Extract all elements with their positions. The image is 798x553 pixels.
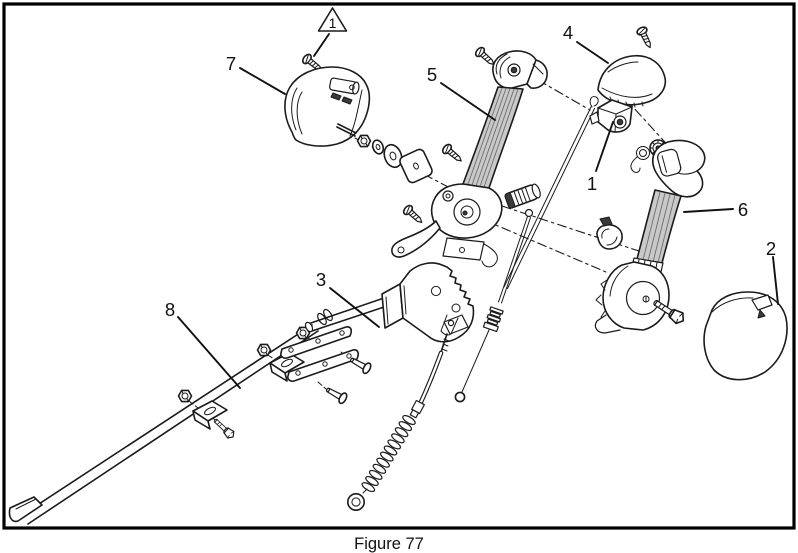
callout-7-label: 7 — [226, 53, 236, 74]
friction-knob — [504, 183, 541, 209]
part-8-long-rod — [8, 308, 333, 525]
bellows-boot — [361, 414, 416, 493]
callout-5-label: 5 — [427, 64, 437, 85]
callout-4-label: 4 — [563, 22, 573, 43]
cable-clip — [596, 216, 623, 250]
link-plates — [280, 326, 374, 406]
part-5-control-lever — [391, 45, 548, 268]
callout-labels: 7 5 4 1 6 2 3 8 — [165, 22, 779, 389]
hex-nut — [356, 134, 372, 148]
hex-nut — [177, 389, 193, 403]
callout-3-label: 3 — [316, 269, 326, 290]
upper-link-rod — [503, 96, 599, 289]
part-1-switch-block — [589, 99, 633, 133]
washer-stack — [356, 134, 433, 184]
part-7-handle-cover — [284, 66, 371, 147]
link-rod-with-adjuster — [454, 208, 534, 403]
friction-pad — [399, 148, 433, 184]
part-2-side-cover — [703, 291, 788, 381]
rod-clamp — [192, 400, 228, 430]
part-6-control-lever — [594, 139, 706, 334]
detent-spring — [630, 146, 650, 173]
figure-caption: Figure 77 — [354, 535, 424, 553]
hex-nut — [256, 343, 272, 357]
callout-1-label: 1 — [587, 173, 597, 194]
warning-triangle-callout: 1 — [313, 7, 348, 57]
callout-2-label: 2 — [766, 238, 776, 259]
throttle-cable-assembly — [346, 314, 459, 511]
callout-6-label: 6 — [738, 199, 748, 220]
warning-triangle-number: 1 — [329, 15, 337, 31]
threaded-adjuster — [482, 306, 504, 333]
cable-hex-fitting — [409, 399, 425, 419]
part-3-mounting-bracket — [304, 262, 475, 343]
callout-8-label: 8 — [165, 299, 175, 320]
part-4-grip-cap — [597, 24, 667, 108]
